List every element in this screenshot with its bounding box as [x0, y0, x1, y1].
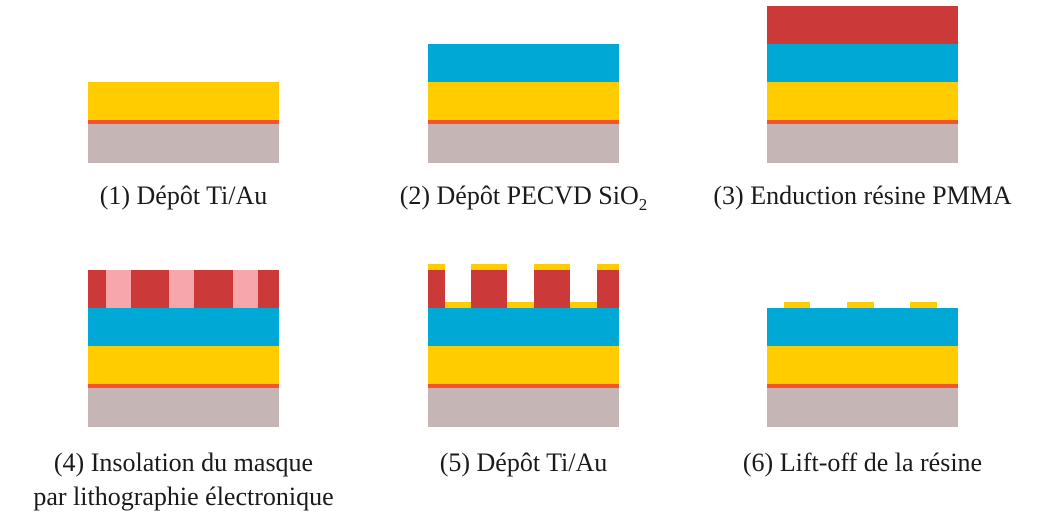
- step-6-stack: [767, 302, 958, 427]
- metal-in-opening: [570, 302, 597, 308]
- resist-pillar: [597, 270, 619, 308]
- step-6-caption: (6) Lift-off de la résine: [742, 448, 983, 477]
- step-3-stack: [767, 6, 958, 163]
- substrate-layer: [428, 386, 619, 427]
- titanium-layer: [88, 120, 279, 124]
- metal-on-resist: [597, 264, 619, 270]
- gold-layer: [767, 346, 958, 384]
- substrate-layer: [88, 386, 279, 427]
- step-2-caption: (2) Dépôt PECVD SiO2: [365, 181, 682, 215]
- exposed-resist-region: [233, 270, 258, 308]
- step-2-stack: [428, 44, 619, 163]
- sio2-layer: [767, 308, 958, 346]
- metal-on-resist: [428, 264, 445, 270]
- sio2-layer: [428, 308, 619, 346]
- titanium-layer: [767, 120, 958, 124]
- titanium-layer: [767, 384, 958, 388]
- gold-layer: [88, 346, 279, 384]
- substrate-layer: [767, 386, 958, 427]
- step-5-stack: [428, 264, 619, 427]
- metal-pattern: [910, 302, 937, 308]
- step-2-caption-subscript: 2: [638, 195, 648, 215]
- step-4-caption-line-1: (4) Insolation du masque: [53, 448, 314, 477]
- metal-on-resist: [534, 264, 570, 270]
- sio2-layer: [767, 44, 958, 82]
- substrate-layer: [767, 122, 958, 163]
- gold-layer: [88, 82, 279, 120]
- resist-pillar: [534, 270, 570, 308]
- gold-layer: [428, 82, 619, 120]
- step-1-caption: (1) Dépôt Ti/Au: [99, 181, 268, 210]
- resist-pillar: [471, 270, 507, 308]
- substrate-layer: [428, 122, 619, 163]
- step-2-caption-main: (2) Dépôt PECVD SiO: [399, 181, 639, 210]
- metal-in-opening: [445, 302, 471, 308]
- step-3-caption: (3) Enduction résine PMMA: [713, 181, 1012, 210]
- substrate-layer: [88, 122, 279, 163]
- step-5-caption: (5) Dépôt Ti/Au: [439, 448, 608, 477]
- exposed-resist-region: [106, 270, 131, 308]
- metal-in-opening: [507, 302, 534, 308]
- exposed-resist-region: [169, 270, 194, 308]
- resist-pillar: [428, 270, 445, 308]
- step-4-stack: [88, 270, 279, 427]
- pmma-resist-layer: [767, 6, 958, 44]
- titanium-layer: [428, 120, 619, 124]
- metal-on-resist: [471, 264, 507, 270]
- sio2-layer: [88, 308, 279, 346]
- sio2-layer: [428, 44, 619, 82]
- step-1-stack: [88, 82, 279, 163]
- metal-pattern: [847, 302, 874, 308]
- gold-layer: [428, 346, 619, 384]
- titanium-layer: [428, 384, 619, 388]
- metal-pattern: [784, 302, 810, 308]
- gold-layer: [767, 82, 958, 120]
- titanium-layer: [88, 384, 279, 388]
- step-4-caption-line-2: par lithographie électronique: [33, 482, 334, 511]
